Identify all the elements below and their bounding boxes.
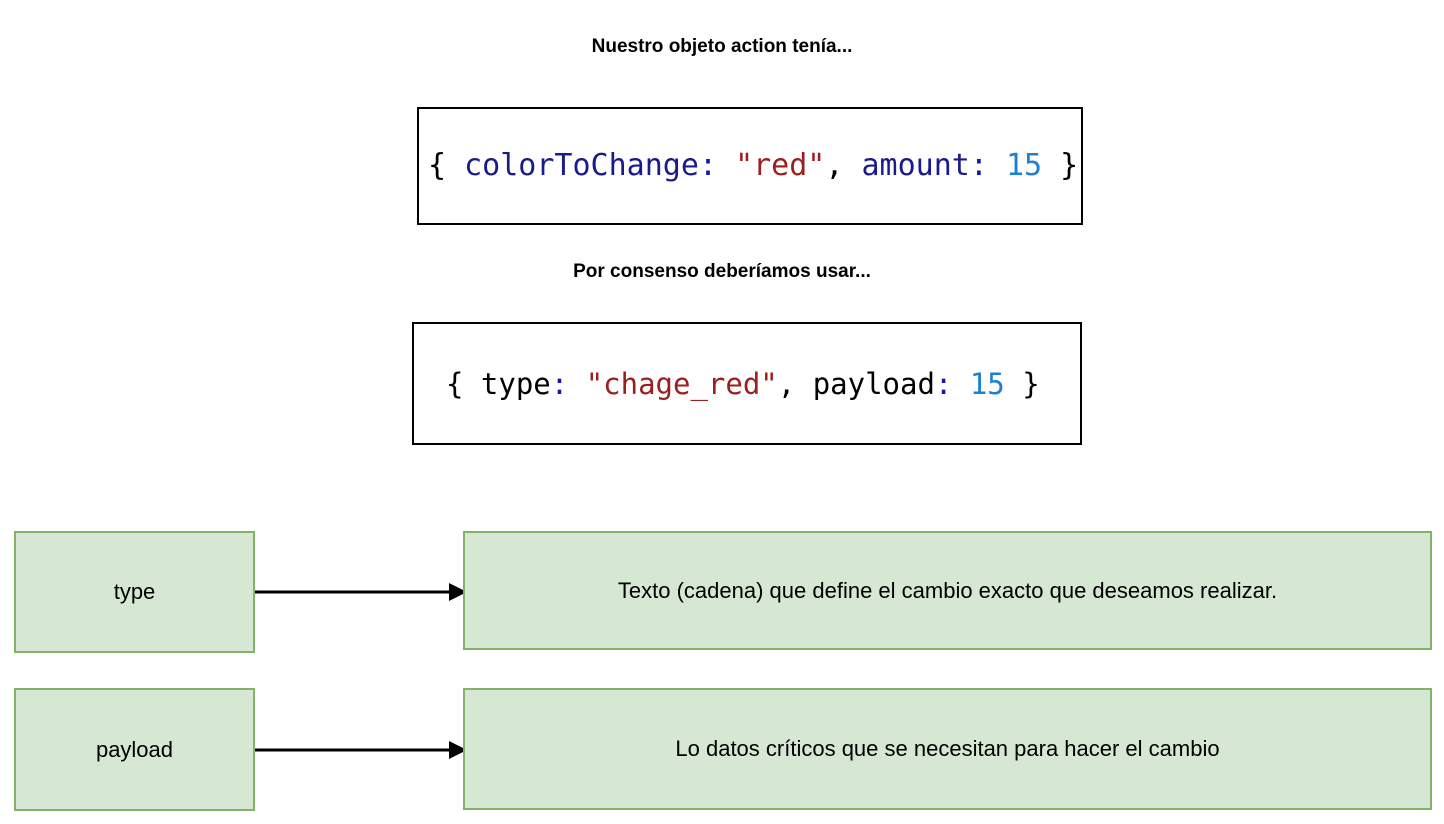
code-box-original-action: { colorToChange: "red", amount: 15 } [417, 107, 1083, 225]
code2-token-comma-1: , [777, 366, 813, 401]
code-line-original-action: { colorToChange: "red", amount: 15 } [428, 149, 1078, 183]
code-token-key-colortochange: colorToChange [464, 148, 699, 183]
code-token-open-brace: { [428, 148, 465, 183]
code2-token-colon-1: : [550, 366, 569, 401]
code-token-colon-2: : [969, 148, 988, 183]
code-token-close-brace: } [1042, 148, 1079, 183]
code-box-consensus-action: { type: "chage_red", payload: 15 } [412, 322, 1082, 445]
heading-original-action: Nuestro objeto action tenía... [591, 36, 853, 57]
code2-token-space-1 [568, 367, 585, 401]
code2-token-key-payload: payload [812, 366, 935, 401]
code2-token-number-15: 15 [969, 366, 1005, 401]
arrow-right-icon [255, 583, 467, 601]
arrow-right-icon [255, 741, 467, 759]
code2-token-colon-2: : [934, 366, 953, 401]
code-token-comma-1: , [825, 148, 862, 183]
code-token-key-amount: amount [861, 148, 970, 183]
code-token-space-1 [717, 148, 735, 183]
code-token-colon-1: : [698, 148, 717, 183]
code-token-space-2 [988, 148, 1006, 183]
heading-consensus-action: Por consenso deberíamos usar... [573, 261, 871, 282]
node-payload-description: Lo datos críticos que se necesitan para … [463, 688, 1432, 810]
code2-token-space-2 [952, 367, 969, 401]
code2-token-close-brace: } [1004, 366, 1040, 401]
code-line-consensus-action: { type: "chage_red", payload: 15 } [446, 367, 1040, 401]
code-token-string-red: "red" [735, 148, 826, 183]
code-token-number-15: 15 [1006, 148, 1043, 183]
code2-token-open-brace: { [446, 366, 481, 401]
code2-token-key-type: type [480, 366, 551, 401]
node-type-label: type [14, 531, 255, 653]
node-payload-label: payload [14, 688, 255, 811]
node-type-description: Texto (cadena) que define el cambio exac… [463, 531, 1432, 650]
code2-token-string-chage-red: "chage_red" [585, 366, 778, 401]
